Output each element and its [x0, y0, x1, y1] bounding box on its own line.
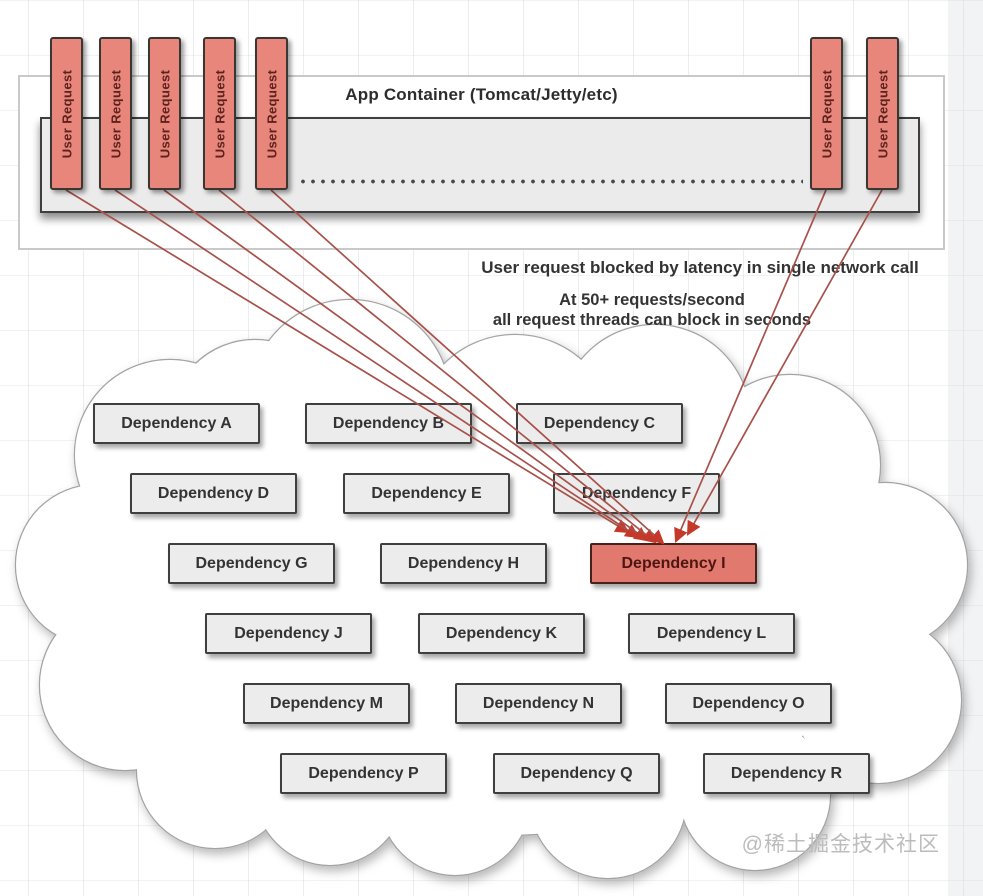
background-grid-tint — [948, 0, 983, 896]
user-request-1: User Request — [50, 37, 83, 190]
dependency-k: Dependency K — [418, 613, 585, 654]
app-container-title: App Container (Tomcat/Jetty/etc) — [345, 85, 618, 104]
dependency-g: Dependency G — [168, 543, 335, 584]
dependency-c: Dependency C — [516, 403, 683, 444]
more-requests-ellipsis — [298, 179, 803, 184]
dependency-m: Dependency M — [243, 683, 410, 724]
user-request-label: User Request — [819, 69, 834, 158]
dependency-b: Dependency B — [305, 403, 472, 444]
user-request-5: User Request — [255, 37, 288, 190]
user-request-3: User Request — [148, 37, 181, 190]
user-request-label: User Request — [59, 69, 74, 158]
user-request-label: User Request — [212, 69, 227, 158]
dependency-j: Dependency J — [205, 613, 372, 654]
dependency-f: Dependency F — [553, 473, 720, 514]
dependency-p: Dependency P — [280, 753, 447, 794]
user-request-label: User Request — [108, 69, 123, 158]
dependency-d: Dependency D — [130, 473, 297, 514]
dependency-r: Dependency R — [703, 753, 870, 794]
user-request-7: User Request — [866, 37, 899, 190]
user-request-label: User Request — [875, 69, 890, 158]
dependency-o: Dependency O — [665, 683, 832, 724]
annotation-rate-line2: all request threads can block in seconds — [492, 310, 812, 329]
user-request-2: User Request — [99, 37, 132, 190]
watermark: @稀土掘金技术社区 — [741, 833, 940, 856]
dependency-l: Dependency L — [628, 613, 795, 654]
dependency-i-highlighted: Dependency I — [590, 543, 757, 584]
annotation-rate: At 50+ requests/second all request threa… — [377, 291, 927, 330]
annotation-blocked: User request blocked by latency in singl… — [481, 258, 919, 277]
user-request-label: User Request — [157, 69, 172, 158]
user-request-6: User Request — [810, 37, 843, 190]
annotation-rate-line1: At 50+ requests/second — [559, 291, 745, 309]
dependency-a: Dependency A — [93, 403, 260, 444]
user-request-label: User Request — [264, 69, 279, 158]
dependency-h: Dependency H — [380, 543, 547, 584]
dependency-q: Dependency Q — [493, 753, 660, 794]
dependency-e: Dependency E — [343, 473, 510, 514]
user-request-4: User Request — [203, 37, 236, 190]
dependency-n: Dependency N — [455, 683, 622, 724]
